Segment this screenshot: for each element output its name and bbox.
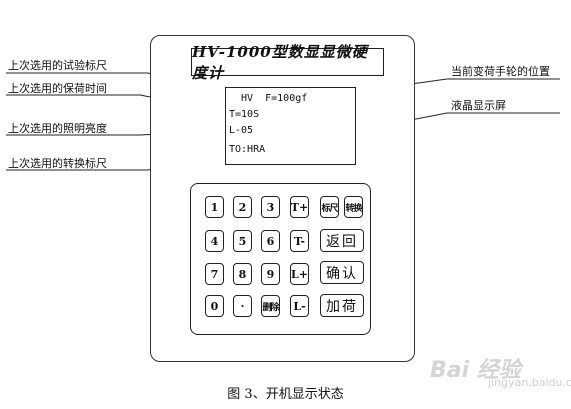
lcd-screen: HV F=100gf T=10S L-05 TO:HRA	[225, 87, 356, 165]
key-3[interactable]: 3	[261, 196, 280, 218]
key-5[interactable]: 5	[233, 230, 252, 252]
baidu-watermark-url: jingyan.baidu.com	[488, 376, 571, 389]
key-t-plus[interactable]: T+	[290, 196, 309, 218]
annotation-test-scale: 上次选用的试验标尺	[8, 59, 107, 72]
key-9[interactable]: 9	[261, 263, 280, 285]
device-title-plate: HV-1000型数显显微硬度计	[191, 43, 384, 82]
device-title: HV-1000型数显显微硬度计	[192, 43, 368, 82]
key-6[interactable]: 6	[261, 230, 280, 252]
confirm-button[interactable]: 确认	[320, 261, 364, 284]
keypad: 1 2 3 T+ 标尺 转换 4 5 6 T- 返回 7 8 9 L+ 确认 0…	[190, 183, 371, 335]
annotation-brightness: 上次选用的照明亮度	[8, 122, 107, 135]
key-1[interactable]: 1	[205, 196, 224, 218]
lcd-line-scale-force: HV F=100gf	[229, 93, 308, 104]
key-scale[interactable]: 标尺	[320, 196, 339, 218]
annotation-lcd: 液晶显示屏	[451, 99, 506, 112]
key-0[interactable]: 0	[205, 295, 224, 317]
figure-caption: 图 3、开机显示状态	[227, 387, 344, 402]
key-2[interactable]: 2	[233, 196, 252, 218]
lcd-line-hold-time: T=10S	[229, 109, 260, 120]
annotation-convert-scale: 上次选用的转换标尺	[8, 157, 107, 170]
lcd-line-brightness: L-05	[229, 125, 254, 136]
baidu-watermark: Bai 经验	[430, 358, 521, 383]
key-8[interactable]: 8	[233, 263, 252, 285]
annotation-load-position: 当前变荷手轮的位置	[451, 65, 550, 78]
key-l-minus[interactable]: L-	[290, 295, 309, 317]
key-t-minus[interactable]: T-	[290, 230, 309, 252]
key-convert[interactable]: 转换	[344, 196, 363, 218]
key-dot[interactable]: ·	[233, 295, 252, 317]
load-button[interactable]: 加荷	[320, 294, 364, 317]
key-7[interactable]: 7	[205, 263, 224, 285]
annotation-hold-time: 上次选用的保荷时间	[8, 82, 107, 95]
key-l-plus[interactable]: L+	[290, 263, 309, 285]
lcd-line-convert: TO:HRA	[229, 144, 266, 155]
key-delete[interactable]: 删除	[261, 295, 280, 317]
key-4[interactable]: 4	[205, 230, 224, 252]
back-button[interactable]: 返回	[320, 229, 364, 252]
